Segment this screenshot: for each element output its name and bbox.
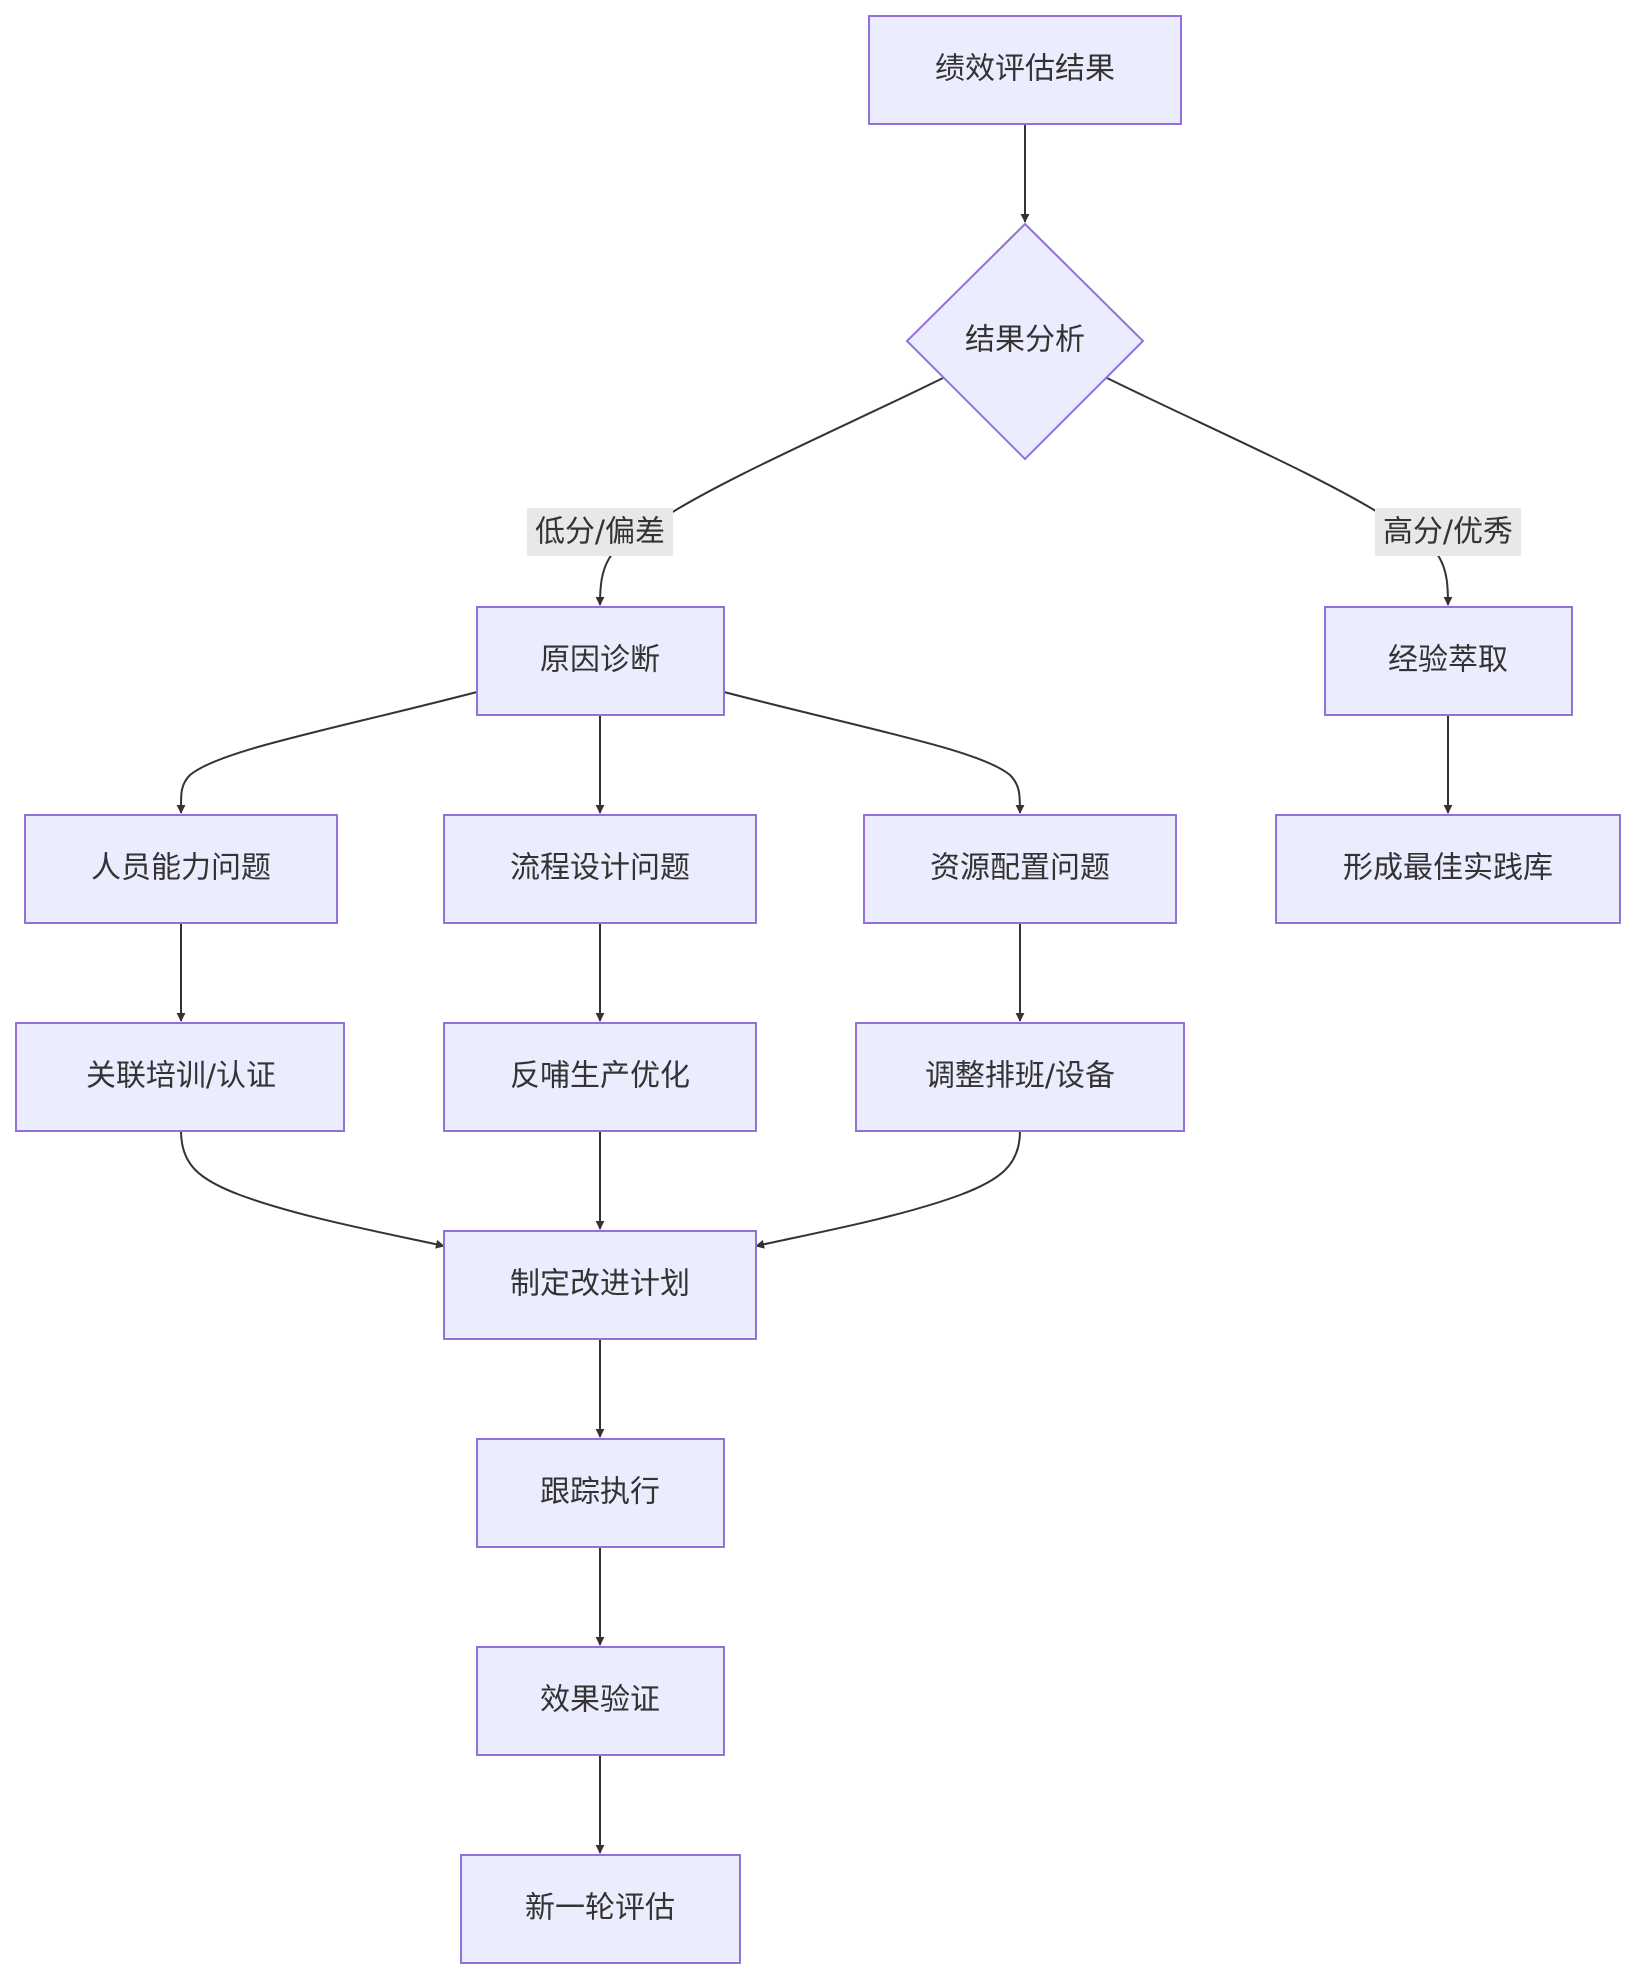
node-track-label: 跟踪执行 [540,1475,660,1510]
node-result-label: 绩效评估结果 [935,52,1115,87]
node-analysis[interactable]: 结果分析 [905,222,1145,461]
node-process-label: 流程设计问题 [510,851,690,886]
node-experience-label: 经验萃取 [1388,643,1508,678]
edge-label-high: 高分/优秀 [1375,508,1521,556]
node-feedback-label: 反哺生产优化 [510,1059,690,1094]
node-next[interactable]: 新一轮评估 [460,1854,741,1964]
edge-cause-people [176,691,478,814]
edge-schedule-plan [755,1130,1021,1249]
node-training[interactable]: 关联培训/认证 [15,1022,345,1132]
node-plan[interactable]: 制定改进计划 [443,1230,757,1340]
edge-label-low-text: 低分/偏差 [535,515,665,550]
node-schedule[interactable]: 调整排班/设备 [855,1022,1185,1132]
node-verify-label: 效果验证 [540,1683,660,1718]
node-analysis-label: 结果分析 [965,323,1085,358]
node-bestpractice[interactable]: 形成最佳实践库 [1275,814,1621,924]
node-schedule-label: 调整排班/设备 [925,1059,1115,1094]
node-experience[interactable]: 经验萃取 [1324,606,1573,716]
edge-label-low: 低分/偏差 [527,508,673,556]
node-plan-label: 制定改进计划 [510,1267,690,1302]
node-cause[interactable]: 原因诊断 [476,606,725,716]
edges [176,124,1453,1854]
node-training-label: 关联培训/认证 [86,1059,276,1094]
node-verify[interactable]: 效果验证 [476,1646,725,1756]
edge-analysis-experience [1106,377,1453,606]
node-result[interactable]: 绩效评估结果 [868,15,1182,125]
node-process[interactable]: 流程设计问题 [443,814,757,924]
edge-analysis-cause [595,377,944,606]
edge-training-plan [180,1130,445,1249]
node-people-label: 人员能力问题 [91,851,271,886]
node-resource-label: 资源配置问题 [930,851,1110,886]
node-people[interactable]: 人员能力问题 [24,814,338,924]
node-feedback[interactable]: 反哺生产优化 [443,1022,757,1132]
node-track[interactable]: 跟踪执行 [476,1438,725,1548]
node-resource[interactable]: 资源配置问题 [863,814,1177,924]
edge-label-high-text: 高分/优秀 [1383,515,1513,550]
node-next-label: 新一轮评估 [525,1891,675,1926]
edge-cause-resource [723,691,1025,814]
node-cause-label: 原因诊断 [540,643,660,678]
node-bestpractice-label: 形成最佳实践库 [1343,851,1553,886]
